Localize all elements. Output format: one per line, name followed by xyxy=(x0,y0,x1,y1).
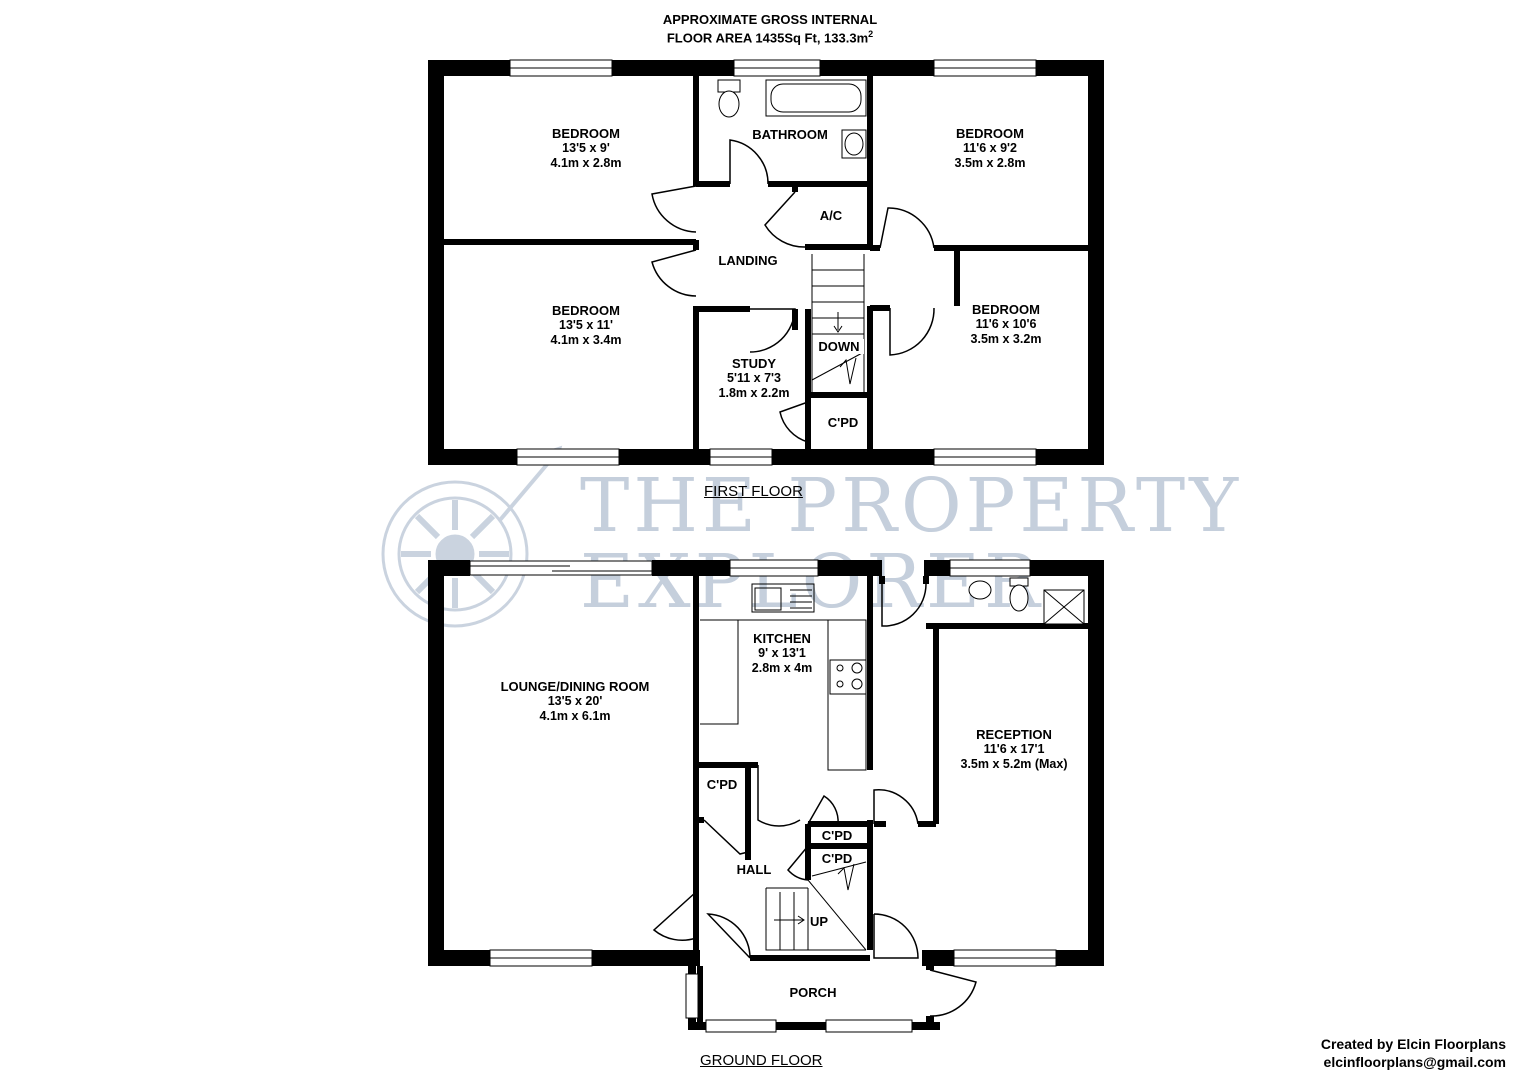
room-cupboard-left: C'PD xyxy=(700,777,744,792)
room-dimensions-metric: 4.1m x 6.1m xyxy=(539,709,611,723)
room-name: C'PD xyxy=(821,851,853,866)
room-study: STUDY 5'11 x 7'3 1.8m x 2.2m xyxy=(702,356,806,401)
first-floor-caption: FIRST FLOOR xyxy=(704,483,803,500)
room-dimensions-metric: 3.5m x 2.8m xyxy=(954,156,1026,170)
room-dimensions-metric: 4.1m x 2.8m xyxy=(550,156,622,170)
room-dimensions-imperial: 13'5 x 11' xyxy=(559,318,613,332)
room-kitchen: KITCHEN 9' x 13'1 2.8m x 4m xyxy=(742,631,822,676)
room-dimensions-imperial: 5'11 x 7'3 xyxy=(727,371,781,385)
title-line-1: APPROXIMATE GROSS INTERNAL xyxy=(662,12,878,27)
room-lounge-dining: LOUNGE/DINING ROOM 13'5 x 20' 4.1m x 6.1… xyxy=(480,679,670,724)
watermark-line-1: THE PROPERTY xyxy=(580,463,1243,549)
title-superscript: 2 xyxy=(868,29,874,39)
room-name: C'PD xyxy=(821,828,853,843)
room-name: A/C xyxy=(819,208,843,223)
first-floor-plan xyxy=(428,59,1104,466)
stairs-up-label: UP xyxy=(806,914,832,929)
room-bedroom-bottom-left: BEDROOM 13'5 x 11' 4.1m x 3.4m xyxy=(506,303,666,348)
room-name: BEDROOM xyxy=(972,302,1040,317)
room-bathroom: BATHROOM xyxy=(740,127,840,142)
room-name: BEDROOM xyxy=(552,126,620,141)
room-name: RECEPTION xyxy=(976,727,1052,742)
watermark: THE PROPERTY EXPLORER xyxy=(580,468,1242,620)
credit-name: Created by Elcin Floorplans xyxy=(1320,1036,1506,1052)
credit-email: elcinfloorplans@gmail.com xyxy=(1323,1054,1506,1070)
room-name: HALL xyxy=(736,862,772,877)
room-cupboard-mid-upper: C'PD xyxy=(812,828,862,843)
room-bedroom-top-left: BEDROOM 13'5 x 9' 4.1m x 2.8m xyxy=(506,126,666,171)
watermark-sun-logo xyxy=(381,445,563,628)
room-landing: LANDING xyxy=(708,253,788,268)
room-hall: HALL xyxy=(730,862,778,877)
room-dimensions-metric: 1.8m x 2.2m xyxy=(718,386,790,400)
room-dimensions-imperial: 11'6 x 10'6 xyxy=(975,317,1037,331)
room-name: PORCH xyxy=(789,985,837,1000)
room-dimensions-metric: 3.5m x 5.2m (Max) xyxy=(960,757,1068,771)
room-dimensions-metric: 4.1m x 3.4m xyxy=(550,333,622,347)
room-name: STUDY xyxy=(731,356,777,371)
room-name: BEDROOM xyxy=(956,126,1024,141)
room-name: BEDROOM xyxy=(552,303,620,318)
ground-floor-caption: GROUND FLOOR xyxy=(700,1052,823,1069)
bathroom-fixtures xyxy=(717,79,867,159)
room-dimensions-metric: 2.8m x 4m xyxy=(751,661,813,675)
room-dimensions-imperial: 11'6 x 9'2 xyxy=(963,141,1017,155)
room-name: BATHROOM xyxy=(752,127,828,142)
room-reception: RECEPTION 11'6 x 17'1 3.5m x 5.2m (Max) xyxy=(944,727,1084,772)
room-cupboard-first-floor: C'PD xyxy=(816,415,870,430)
title-line-2: FLOOR AREA 1435Sq Ft, 133.3m xyxy=(666,30,869,46)
room-name: KITCHEN xyxy=(753,631,811,646)
room-dimensions-imperial: 13'5 x 9' xyxy=(562,141,610,155)
room-dimensions-imperial: 11'6 x 17'1 xyxy=(983,742,1045,756)
watermark-line-2: EXPLORER xyxy=(580,539,1044,625)
room-name: C'PD xyxy=(827,415,859,430)
room-dimensions-metric: 3.5m x 3.2m xyxy=(970,332,1042,346)
credit-block: Created by Elcin Floorplans elcinfloorpl… xyxy=(1321,1035,1506,1071)
room-name: UP xyxy=(809,914,829,929)
room-bedroom-bottom-right: BEDROOM 11'6 x 10'6 3.5m x 3.2m xyxy=(926,302,1086,347)
floor-area-title: APPROXIMATE GROSS INTERNAL FLOOR AREA 14… xyxy=(560,12,980,45)
room-dimensions-imperial: 9' x 13'1 xyxy=(758,646,806,660)
stairs-down-label: DOWN xyxy=(814,339,864,354)
room-bedroom-top-right: BEDROOM 11'6 x 9'2 3.5m x 2.8m xyxy=(910,126,1070,171)
room-name: LANDING xyxy=(718,253,778,268)
room-name: LOUNGE/DINING ROOM xyxy=(500,679,650,694)
room-name: DOWN xyxy=(818,339,860,354)
room-porch: PORCH xyxy=(776,985,850,1000)
room-dimensions-imperial: 13'5 x 20' xyxy=(547,694,603,708)
room-name: C'PD xyxy=(706,777,738,792)
room-cupboard-mid-lower: C'PD xyxy=(812,851,862,866)
ground-floor-plan xyxy=(428,559,1104,1033)
room-airing-cupboard: A/C xyxy=(806,208,856,223)
